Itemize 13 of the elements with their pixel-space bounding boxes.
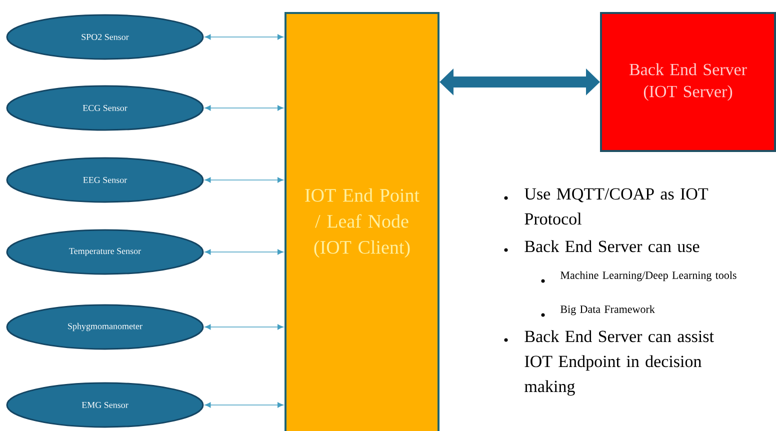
bullet-text: Back End Server can assist IOT Endpoint in decision making xyxy=(524,330,714,396)
endpoint-box: IOT End Point / Leaf Node (IOT Client) xyxy=(284,12,440,431)
arrow xyxy=(204,105,284,111)
arrow xyxy=(204,34,284,40)
arrow xyxy=(204,249,284,255)
bullet-text: Back End Server can use xyxy=(524,240,700,252)
arrow xyxy=(204,324,284,330)
server-box: Back End Server (IOT Server) xyxy=(600,12,776,152)
bullet-text: Machine Learning/Deep Learning tools xyxy=(560,271,736,282)
arrow xyxy=(204,177,284,183)
arrow xyxy=(204,402,284,408)
bullet-text: Use MQTT/COAP as IOT Protocol xyxy=(524,188,708,225)
bullet-text: Big Data Framework xyxy=(560,305,655,316)
